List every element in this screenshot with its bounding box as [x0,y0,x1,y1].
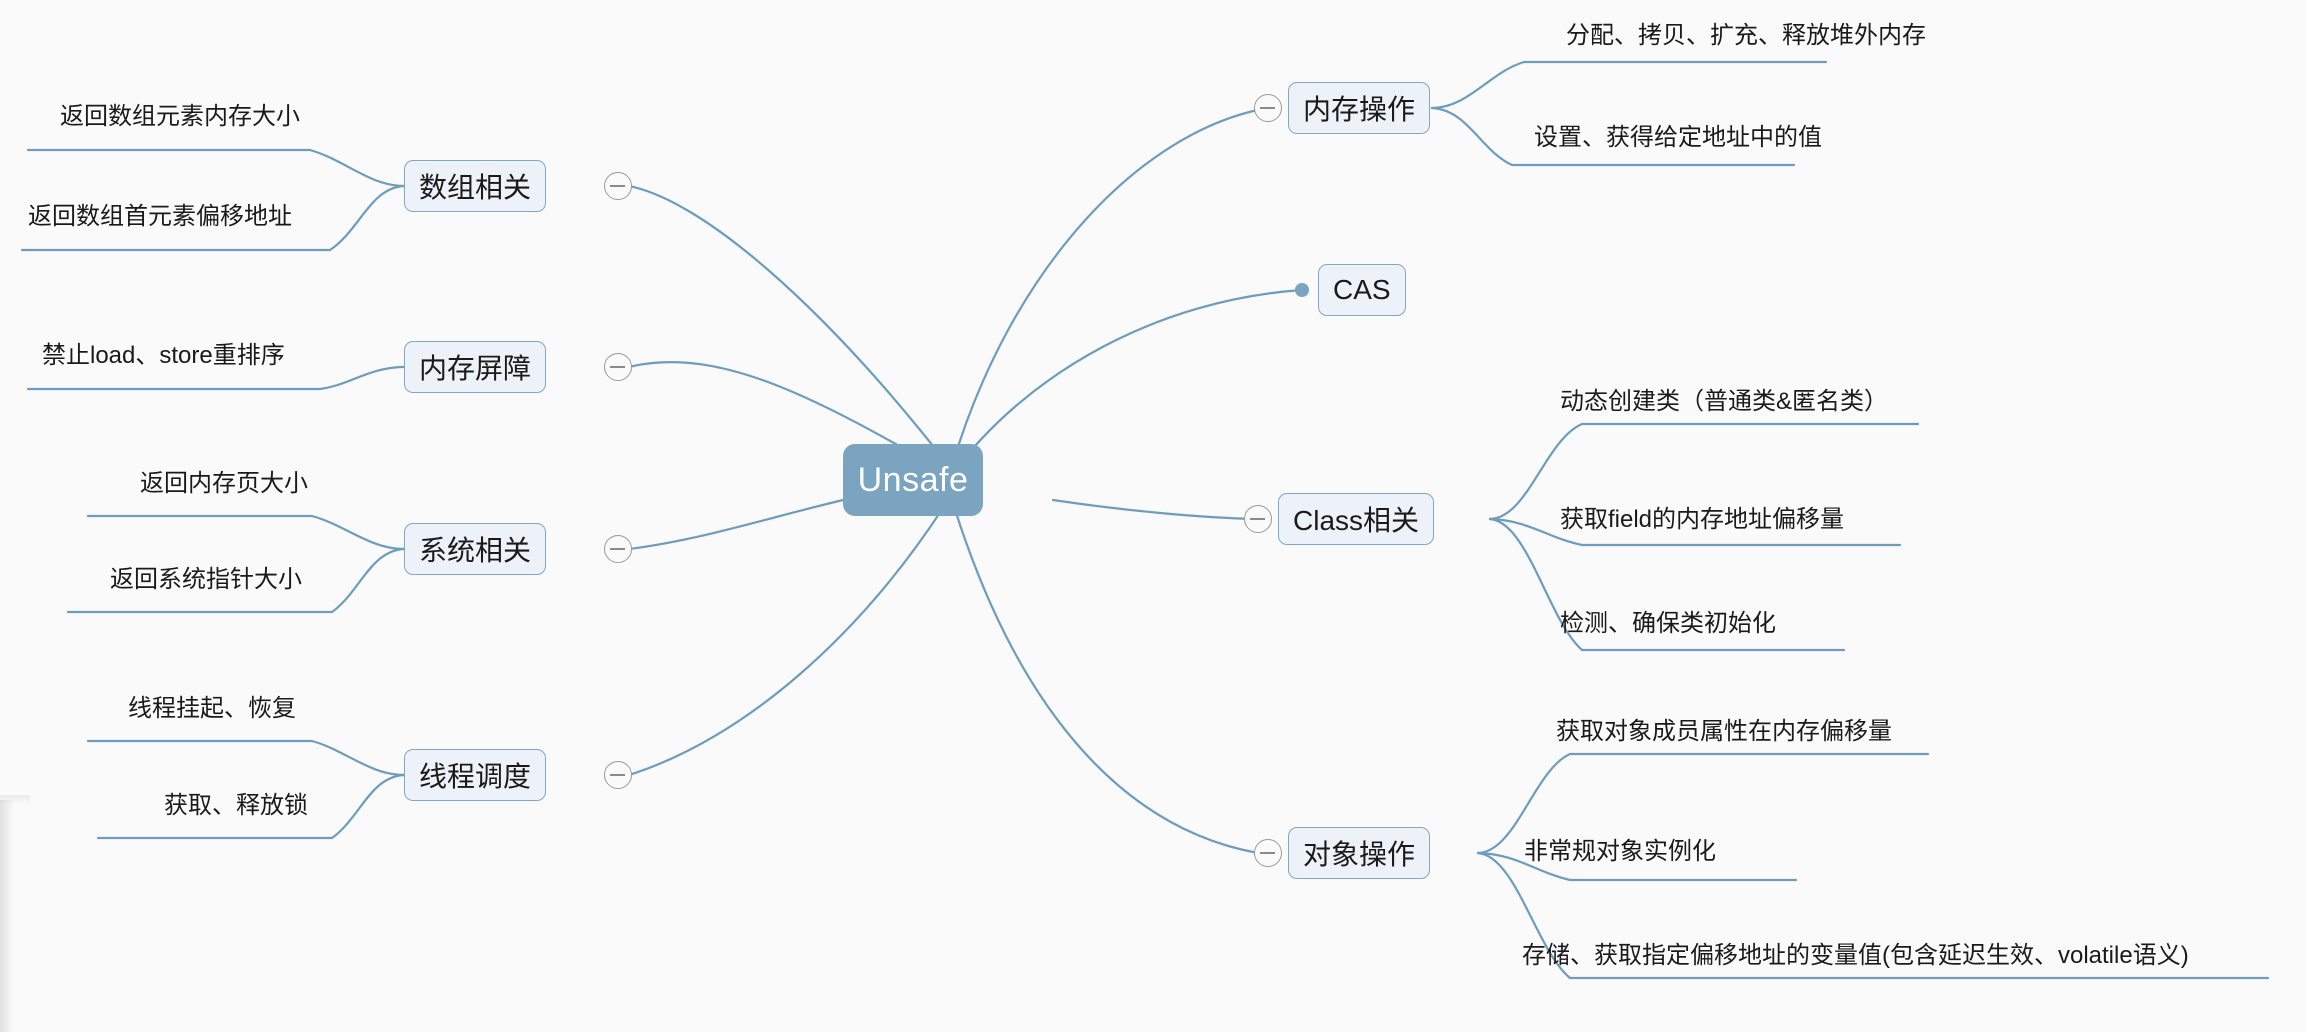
wire-root-memory-op [950,106,1270,468]
leaf-label-class-1: 获取field的内存地址偏移量 [1560,506,1845,533]
collapse-toggle-array-icon[interactable] [604,172,632,200]
wire-root-object-op [950,498,1260,855]
leaf-label-object-op-2: 存储、获取指定偏移地址的变量值(包含延迟生效、volatile语义) [1522,942,2189,969]
leaf-label-thread-schedule-0: 线程挂起、恢复 [128,695,296,722]
branch-node-array[interactable]: 数组相关 [404,160,547,212]
branch-node-memory-barrier-label: 内存屏障 [419,353,532,384]
leaf-label-memory-op-0: 分配、拷贝、扩充、释放堆外内存 [1566,22,1926,49]
root-node-unsafe[interactable]: Unsafe [843,444,983,516]
branch-node-object-op[interactable]: 对象操作 [1288,827,1431,879]
collapse-toggle-memory-barrier-icon[interactable] [604,353,632,381]
bullet-dot-cas-icon [1295,283,1309,297]
collapse-toggle-thread-schedule-icon[interactable] [604,761,632,789]
leaf-label-thread-schedule-1: 获取、释放锁 [164,792,308,819]
root-node-label: Unsafe [857,460,969,499]
branch-node-cas[interactable]: CAS [1318,264,1406,316]
leaf-label-system-1: 返回系统指针大小 [110,566,302,593]
wire-system-leaf-1 [66,547,406,614]
leaf-label-system-0: 返回内存页大小 [140,470,308,497]
wire-root-class [1051,498,1260,521]
wire-memory-op-leaf-1 [1430,106,1796,167]
branch-node-thread-schedule[interactable]: 线程调度 [404,749,547,801]
wire-root-array [627,184,954,472]
wire-thread-schedule-leaf-0 [86,739,406,777]
branch-node-memory-op-label: 内存操作 [1303,94,1416,125]
wire-memory-op-leaf-0 [1430,60,1828,110]
collapse-toggle-system-icon[interactable] [604,535,632,563]
branch-node-class[interactable]: Class相关 [1278,493,1435,545]
branch-node-memory-op[interactable]: 内存操作 [1288,82,1431,134]
wire-memory-barrier-leaf-0 [26,365,406,391]
leaf-label-array-0: 返回数组元素内存大小 [60,103,300,130]
wire-array-leaf-1 [20,184,406,252]
branch-node-system-label: 系统相关 [419,535,532,566]
wire-object-op-leaf-1 [1476,851,1798,882]
leaf-label-object-op-0: 获取对象成员属性在内存偏移量 [1556,718,1892,745]
wire-array-leaf-0 [26,148,406,188]
wire-thread-schedule-leaf-1 [96,773,406,840]
branch-node-class-label: Class相关 [1293,505,1420,536]
branch-node-array-label: 数组相关 [419,172,532,203]
collapse-toggle-class-icon[interactable] [1244,505,1272,533]
wire-root-system [627,498,845,551]
branch-node-memory-barrier[interactable]: 内存屏障 [404,341,547,393]
leaf-label-array-1: 返回数组首元素偏移地址 [28,203,292,230]
wire-object-op-leaf-0 [1476,752,1930,855]
leaf-label-memory-barrier-0: 禁止load、store重排序 [42,342,285,369]
wire-root-cas [950,288,1304,476]
collapse-toggle-object-op-icon[interactable] [1254,839,1282,867]
wire-class-leaf-1 [1488,517,1902,547]
leaf-label-class-2: 检测、确保类初始化 [1560,610,1776,637]
wire-class-leaf-2 [1488,517,1846,652]
wire-system-leaf-0 [86,514,406,551]
leaf-label-class-0: 动态创建类（普通类&匿名类） [1560,388,1889,415]
collapse-toggle-memory-op-icon[interactable] [1254,94,1282,122]
leaf-label-object-op-1: 非常规对象实例化 [1524,838,1716,865]
branch-node-cas-label: CAS [1333,274,1391,305]
branch-node-object-op-label: 对象操作 [1303,839,1416,870]
wire-class-leaf-0 [1488,422,1920,521]
wire-root-thread-schedule [627,492,954,777]
wire-object-op-leaf-2 [1476,851,2270,980]
leaf-label-memory-op-1: 设置、获得给定地址中的值 [1534,124,1822,151]
branch-node-system[interactable]: 系统相关 [404,523,547,575]
branch-node-thread-schedule-label: 线程调度 [419,761,532,792]
